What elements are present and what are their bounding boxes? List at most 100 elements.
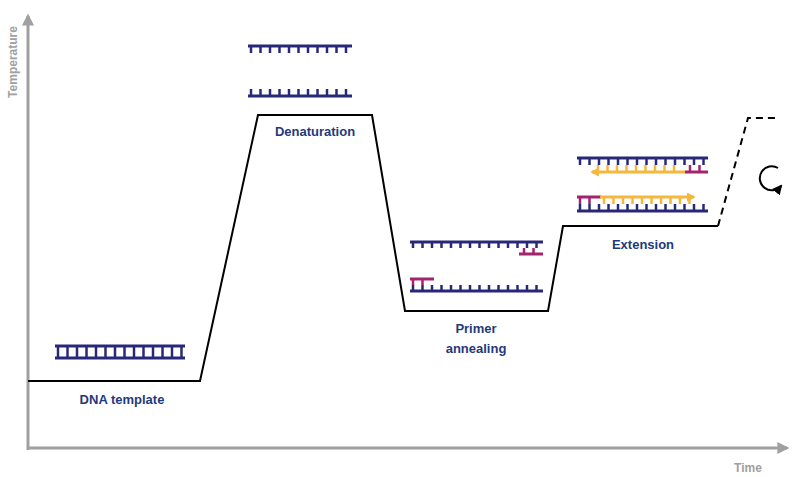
base-rung	[421, 242, 424, 248]
base-rung	[645, 158, 648, 165]
base-rung	[250, 89, 253, 96]
base-rung	[142, 346, 145, 358]
base-rung	[598, 158, 601, 165]
x-axis	[27, 447, 787, 450]
base-rungs	[58, 346, 182, 358]
base-rungs	[413, 242, 537, 248]
base-rung	[459, 285, 462, 291]
base-rung	[76, 346, 79, 358]
dna-strand	[55, 357, 185, 360]
base-rung	[440, 285, 443, 291]
base-rung	[535, 242, 538, 248]
base-rung	[345, 46, 348, 53]
label-text: DNA template	[80, 392, 165, 407]
step-label: DNA template	[80, 390, 165, 410]
base-rung	[133, 346, 136, 358]
base-rung	[431, 242, 434, 248]
base-rung	[269, 46, 272, 53]
base-rung	[85, 346, 88, 358]
base-rung	[469, 285, 472, 291]
base-rung	[664, 204, 667, 211]
base-rung	[171, 346, 174, 358]
base-rung	[488, 242, 491, 248]
base-rung	[526, 285, 529, 291]
base-rung	[607, 158, 610, 165]
axis-label: Temperature	[3, 26, 23, 98]
base-rung	[440, 242, 443, 248]
label-text: Temperature	[6, 26, 20, 98]
base-rung	[478, 242, 481, 248]
base-rung	[507, 242, 510, 248]
base-rungs	[251, 89, 346, 96]
dna-strand	[577, 157, 708, 160]
dna-strand	[577, 210, 708, 213]
base-rung	[412, 242, 415, 248]
temperature-profile	[28, 115, 718, 381]
base-rung	[114, 346, 117, 358]
repeat-dashed-line	[718, 118, 776, 226]
base-rung	[450, 285, 453, 291]
base-rung	[535, 285, 538, 291]
base-rung	[57, 346, 60, 358]
base-rung	[497, 285, 500, 291]
base-rung	[278, 46, 281, 53]
base-rung	[497, 242, 500, 248]
base-rung	[288, 89, 291, 96]
label-text: Primer annealing	[446, 321, 507, 356]
base-rung	[636, 158, 639, 165]
base-rung	[588, 158, 591, 165]
base-rung	[617, 158, 620, 165]
cycle-arrow	[760, 166, 781, 190]
base-rung	[516, 242, 519, 248]
base-rung	[459, 242, 462, 248]
base-rung	[626, 158, 629, 165]
base-rung	[450, 242, 453, 248]
base-rung	[645, 204, 648, 211]
base-rung	[598, 204, 601, 211]
base-rung	[250, 46, 253, 53]
base-rung	[297, 46, 300, 53]
base-rung	[655, 204, 658, 211]
base-rung	[288, 46, 291, 53]
base-rung	[161, 346, 164, 358]
dna-strand	[410, 241, 543, 244]
y-axis	[27, 16, 30, 450]
axis-label: Time	[734, 458, 762, 477]
base-rung	[180, 346, 183, 358]
base-rung	[152, 346, 155, 358]
base-rung	[104, 346, 107, 358]
base-rung	[702, 158, 705, 165]
base-rung	[326, 46, 329, 53]
base-rung	[516, 285, 519, 291]
base-rung	[579, 204, 582, 211]
base-rung	[702, 204, 705, 211]
primer	[410, 278, 434, 281]
base-rung	[431, 285, 434, 291]
base-rung	[269, 89, 272, 96]
new-strand	[592, 171, 685, 174]
base-rung	[259, 89, 262, 96]
step-label: Extension	[612, 235, 674, 255]
base-rung	[626, 204, 629, 211]
base-rung	[674, 204, 677, 211]
primer	[685, 171, 708, 174]
base-rung	[478, 285, 481, 291]
base-rung	[95, 346, 98, 358]
base-rung	[421, 285, 424, 291]
base-rung	[469, 242, 472, 248]
label-text: Time	[734, 461, 762, 475]
new-strand	[600, 196, 694, 199]
base-rung	[526, 242, 529, 248]
base-rung	[693, 204, 696, 211]
base-rung	[335, 46, 338, 53]
base-rung	[316, 89, 319, 96]
base-rung	[326, 89, 329, 96]
base-rungs	[251, 46, 346, 53]
label-text: Extension	[612, 237, 674, 252]
base-rung	[316, 46, 319, 53]
base-rung	[307, 89, 310, 96]
base-rung	[579, 158, 582, 165]
base-rung	[617, 204, 620, 211]
primer	[519, 253, 543, 256]
base-rung	[664, 158, 667, 165]
